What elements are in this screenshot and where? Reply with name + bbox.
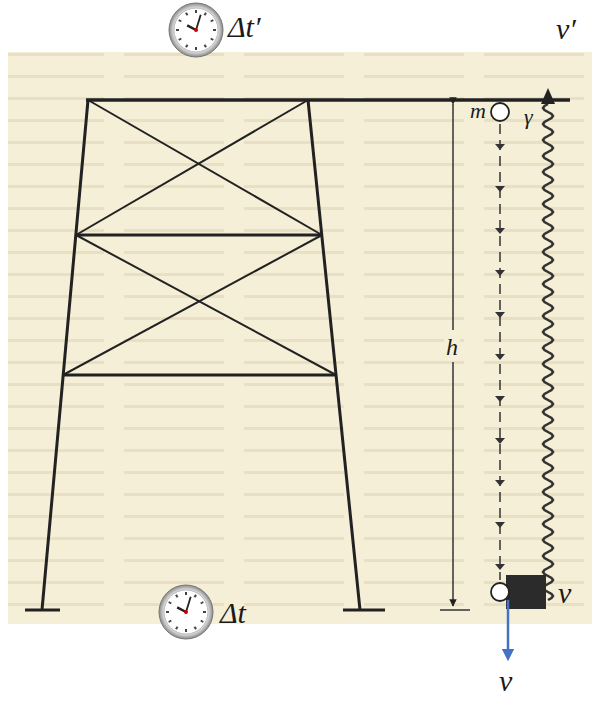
clock-tick [201,621,204,623]
fall-arrowhead [495,186,505,192]
clock-tick [185,592,187,595]
fall-arrowhead [495,354,505,360]
fall-arrowhead [495,396,505,402]
fall-arrowhead [495,312,505,318]
fall-path [499,124,501,580]
clock-tick [166,611,169,613]
height-dimension [440,104,470,610]
photon-wave [543,104,553,600]
clock-rim [169,3,223,57]
velocity-arrow [507,600,510,655]
clock-pin [194,28,198,32]
tower [25,100,570,610]
clock-tick [195,627,197,630]
clock-rim [159,585,213,639]
clock-tick [186,13,188,16]
clock-tick [203,611,206,613]
fall-arrowhead [495,270,505,276]
mass-label: m [470,100,486,122]
clock-tick [169,621,172,623]
clock-tick [205,13,207,16]
clock-tick [179,39,182,41]
scan-texture [8,52,592,624]
mass-bottom [491,583,509,601]
clock-hand [196,15,201,30]
clock-tick [195,47,197,50]
fall-arrowheads [495,144,505,570]
frequency-label: ν′ [556,14,576,44]
scan-background [8,52,592,624]
fall-arrowhead [495,522,505,528]
clock-tick [176,627,178,630]
velocity-label: v [499,666,512,696]
fall-arrowhead [495,480,505,486]
clock-face [174,8,218,52]
clock-tick [179,20,182,22]
fall-arrowhead [495,144,505,150]
clock-tick [169,602,172,604]
clock-pin [184,610,188,614]
detector-block [506,575,546,609]
clock-tick [185,629,187,632]
mass-top [491,103,509,121]
fall-arrowhead [495,564,505,570]
clock-tick [176,595,178,598]
clock-tick [211,39,214,41]
fall-arrowhead [495,438,505,444]
height-label: h [444,334,460,360]
photon-arrowhead [541,88,555,104]
clock-face [164,590,208,634]
frequency-label: ν [558,578,571,608]
clock-tick [211,20,214,22]
clock-tick [205,45,207,48]
time-label: Δt [220,598,246,628]
clock-tick [195,595,197,598]
fall-arrowhead [495,228,505,234]
clock-icon [159,585,213,639]
clock-tick [195,10,197,13]
time-label: Δt′ [228,12,261,42]
clock-icon [169,3,223,57]
photon-label: γ [524,106,533,128]
clock-tick [213,29,216,31]
clock-tick [176,29,179,31]
clock-tick [186,45,188,48]
clock-hand [186,597,191,612]
clock-tick [201,602,204,604]
